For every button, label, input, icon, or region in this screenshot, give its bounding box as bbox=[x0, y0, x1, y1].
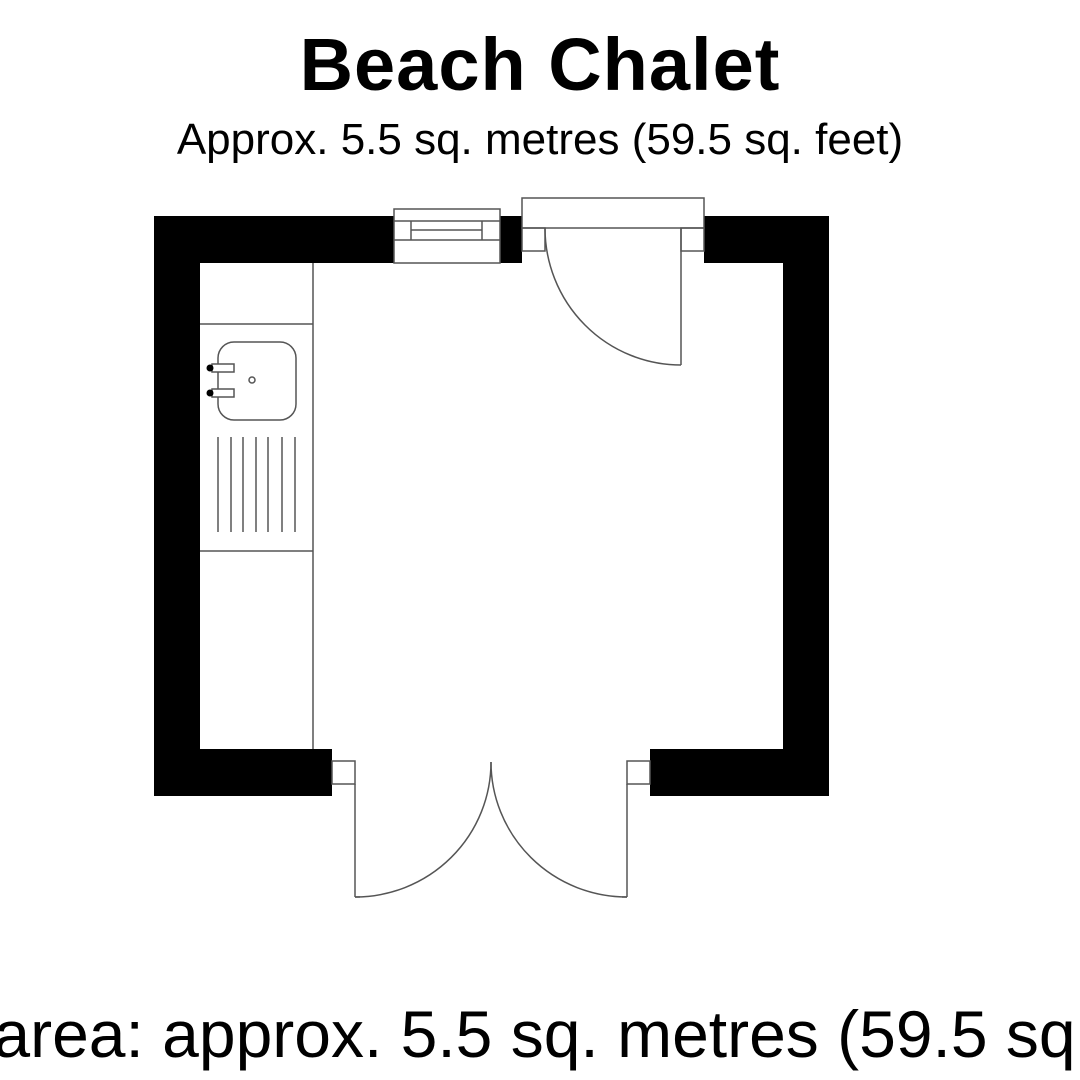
total-area-caption: Total area: approx. 5.5 sq. metres (59.5… bbox=[0, 997, 1080, 1071]
tap-hot-knob bbox=[206, 364, 214, 372]
door-swing-arc-right bbox=[490, 761, 628, 898]
plan-subtitle-area: Approx. 5.5 sq. metres (59.5 sq. feet) bbox=[176, 115, 904, 164]
door-jamb-left bbox=[521, 227, 546, 252]
wall-bottom-left bbox=[154, 749, 332, 796]
sink-basin bbox=[217, 341, 297, 421]
wall-bottom-right bbox=[650, 749, 829, 796]
walls bbox=[154, 216, 829, 796]
sink bbox=[211, 341, 297, 421]
window bbox=[393, 208, 501, 264]
door-canopy bbox=[521, 197, 705, 229]
plan-title: Beach Chalet bbox=[299, 23, 781, 106]
door-jamb-right bbox=[626, 760, 651, 785]
door-jamb-right bbox=[680, 227, 705, 252]
wall-right bbox=[783, 216, 829, 796]
single-door bbox=[521, 197, 705, 366]
tap-cold bbox=[211, 388, 235, 398]
drainer bbox=[217, 437, 296, 532]
door-swing-arc bbox=[544, 227, 682, 366]
kitchen-counter bbox=[200, 263, 314, 749]
door-jamb-left bbox=[331, 760, 356, 785]
sink-drain bbox=[248, 376, 256, 384]
door-swing-arc-left bbox=[354, 761, 492, 898]
wall-left bbox=[154, 216, 200, 796]
tap-cold-knob bbox=[206, 389, 214, 397]
tap-hot bbox=[211, 363, 235, 373]
double-door bbox=[331, 760, 651, 898]
wall-top-middle bbox=[500, 216, 522, 263]
